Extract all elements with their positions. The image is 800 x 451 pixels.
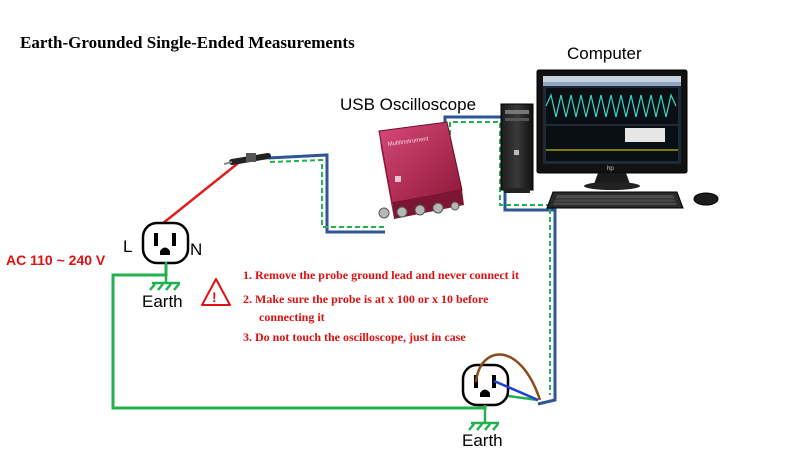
probe-wire	[156, 159, 243, 229]
page-title: Earth-Grounded Single-Ended Measurements	[20, 33, 355, 52]
warning-2-cont: connecting it	[259, 310, 325, 324]
trace-waveform	[545, 93, 677, 118]
warning-3: 3. Do not touch the oscilloscope, just i…	[243, 330, 466, 344]
left-earth-icon	[149, 262, 180, 291]
warning-1: 1. Remove the probe ground lead and neve…	[243, 268, 519, 282]
monitor: hp	[536, 69, 688, 190]
computer-label: Computer	[567, 44, 642, 63]
probe	[223, 153, 271, 165]
computer-tower	[500, 103, 534, 193]
blue-wire	[493, 379, 539, 402]
earth-label-right: Earth	[462, 431, 503, 450]
ac-voltage-label: AC 110 ~ 240 V	[6, 252, 106, 268]
brown-wire	[474, 353, 542, 401]
live-label: L	[123, 237, 132, 256]
usb-cable-computer	[443, 115, 557, 406]
usb-cable	[267, 153, 385, 234]
scope-brand: MultiInstrument	[387, 136, 429, 148]
shield-line-computer	[449, 121, 551, 395]
monitor-brand: hp	[607, 166, 614, 172]
usb-oscilloscope: MultiInstrument	[378, 121, 464, 219]
earth-label-left: Earth	[142, 292, 183, 311]
oscilloscope-label: USB Oscilloscope	[340, 95, 476, 114]
mouse	[693, 192, 719, 206]
neutral-label: N	[190, 240, 202, 259]
right-earth-icon	[468, 405, 499, 431]
shield-line	[269, 158, 385, 228]
warning-icon: !	[201, 278, 231, 306]
warning-2: 2. Make sure the probe is at x 100 or x …	[243, 292, 489, 306]
warning-glyph: !	[212, 289, 217, 305]
keyboard	[546, 191, 684, 209]
left-outlet	[141, 221, 190, 265]
